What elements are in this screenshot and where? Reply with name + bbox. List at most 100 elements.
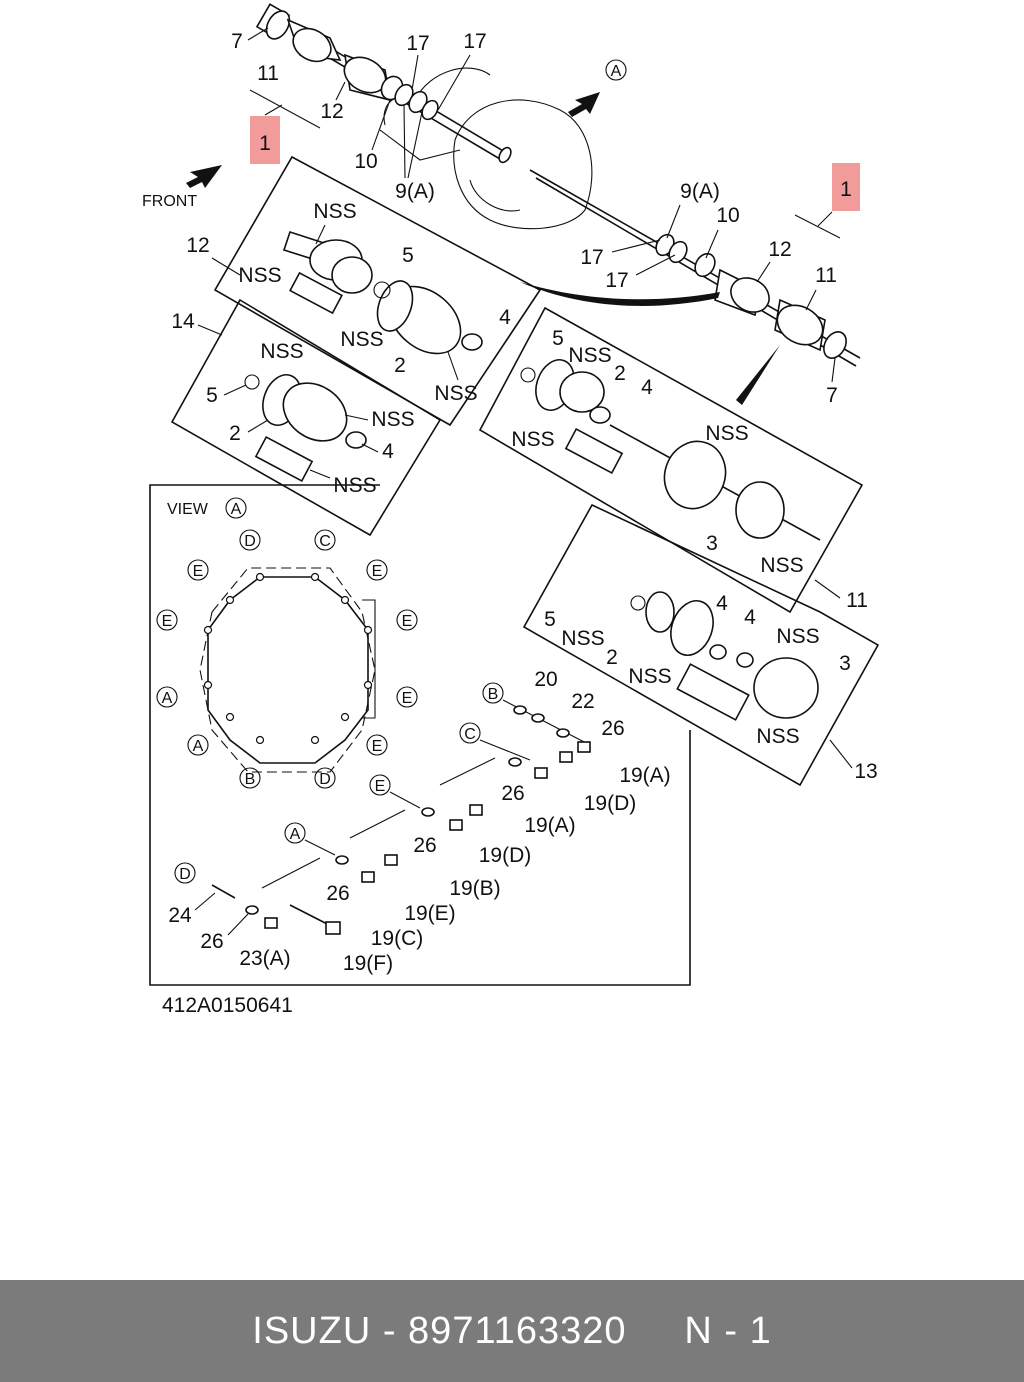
callout-4-box13-a: 4 [716,592,728,615]
callout-2-box12: 2 [394,354,406,377]
kit-box-11: 11 5 NSS 2 4 NSS NSS 3 NSS [478,306,868,614]
callout-20: 20 [534,668,557,691]
marker-e-2: E [372,563,383,580]
marker-a-2: A [193,738,204,755]
callout-19f: 19(F) [343,952,393,975]
callout-2-box13: 2 [606,646,618,669]
front-label: FRONT [142,193,197,210]
callout-3-box13: 3 [839,652,851,675]
callout-13-box: 13 [854,760,877,783]
view-a-title-letter: A [231,501,242,518]
fastener-group-d: D 24 26 23(A) [168,862,291,970]
callout-4-box12: 4 [499,306,511,329]
callout-17-top-b: 17 [463,30,486,53]
callout-9a-top: 9(A) [395,180,435,203]
kit-box-13: 13 5 NSS 2 4 4 NSS 3 NSS NSS [522,503,880,787]
marker-e-1: E [193,563,204,580]
drawing-number: 412A0150641 [162,994,293,1017]
callout-19a-c: 19(A) [524,814,575,837]
arrow-a-letter: A [611,63,622,80]
marker-d-bottom: D [319,771,331,788]
nss-box11-c: NSS [705,422,748,445]
callout-26-b: 26 [601,717,624,740]
part-info-text: ISUZU - 8971163320 N - 1 [252,1310,771,1353]
kit-box-14: 14 NSS NSS NSS 5 2 4 [170,298,442,537]
view-a-box: VIEW A D C E E E E A E A E B D [149,484,691,986]
callout-26-d: 26 [200,930,223,953]
nss-box11-d: NSS [760,554,803,577]
callout-24: 24 [168,904,192,927]
marker-c-top: C [319,533,331,550]
callout-19e: 19(E) [404,902,455,925]
callout-7-top: 7 [231,30,243,53]
kit-box-12: 12 NSS NSS NSS NSS 5 2 4 [186,155,542,427]
callout-26-c: 26 [501,782,524,805]
callout-26-e: 26 [413,834,436,857]
callout-12-top: 12 [320,100,343,123]
part-info-footer: ISUZU - 8971163320 N - 1 [0,1280,1024,1382]
callout-4-box13-b: 4 [744,606,756,629]
nss-box11-a: NSS [568,344,611,367]
nss-box14-b: NSS [371,408,414,431]
callout-26-a: 26 [326,882,349,905]
callout-1-highlight-left [250,116,280,164]
nss-box12-c: NSS [340,328,383,351]
callout-19b: 19(B) [449,877,500,900]
callout-5-box14: 5 [206,384,218,407]
group-b-letter: B [488,686,499,703]
upper-shaft-assembly: A FRONT 1 1 7 11 12 17 17 10 9(A) 9(A) 1… [142,3,861,407]
nss-box12-d: NSS [434,382,477,405]
callout-5-box11: 5 [552,327,564,350]
callout-5-box13: 5 [544,608,556,631]
callout-5-box12: 5 [402,244,414,267]
callout-17-right-a: 17 [580,246,603,269]
group-e-letter: E [375,778,386,795]
footer-separator: - [382,1309,397,1352]
marker-e-5: E [402,690,413,707]
callout-10-right: 10 [716,204,739,227]
callout-23a: 23(A) [239,947,290,970]
callout-19a-b: 19(A) [619,764,670,787]
group-a-letter: A [290,826,301,843]
callout-17-top-a: 17 [406,32,429,55]
callout-14-box: 14 [171,310,195,333]
callout-22: 22 [571,690,594,713]
nss-box13-b: NSS [776,625,819,648]
nss-box13-d: NSS [756,725,799,748]
group-d-letter: D [179,866,191,883]
page-reference: N - 1 [684,1309,772,1352]
callout-2-box14: 2 [229,422,241,445]
marker-e-6: E [372,738,383,755]
fastener-group-b: B 20 22 26 19(A) 19(D) [482,668,671,815]
marker-a-1: A [162,690,173,707]
callout-12-box: 12 [186,234,209,257]
marker-e-3: E [162,613,173,630]
fastener-group-c: C 26 19(A) 19(D) [439,722,576,867]
nss-box12-a: NSS [313,200,356,223]
callout-12-right: 12 [768,238,791,261]
brand-name: ISUZU [252,1309,372,1352]
callout-4-box11: 4 [641,376,653,399]
marker-e-4: E [402,613,413,630]
callout-19d-b: 19(D) [584,792,637,815]
fastener-group-a: A 26 19(C) 19(F) [261,822,423,975]
nss-box13-c: NSS [628,665,671,688]
group-c-letter: C [464,726,476,743]
parts-diagram: A FRONT 1 1 7 11 12 17 17 10 9(A) 9(A) 1… [142,3,880,1017]
callout-17-right-b: 17 [605,269,628,292]
callout-1-left: 1 [259,132,271,155]
callout-11-box: 11 [846,589,868,612]
callout-4-box14: 4 [382,440,394,463]
callout-3-box11: 3 [706,532,718,555]
view-a-title: VIEW [167,501,209,518]
nss-box13-a: NSS [561,627,604,650]
fastener-group-e: E 26 19(B) 19(E) [349,774,501,925]
nss-box14-a: NSS [260,340,303,363]
callout-2-box11: 2 [614,362,626,385]
callout-9a-right: 9(A) [680,180,720,203]
flange-letter-markers: D C E E E E A E A E B D [156,529,418,789]
nss-box12-b: NSS [238,264,281,287]
callout-7-right: 7 [826,384,838,407]
nss-box11-b: NSS [511,428,554,451]
marker-d-top: D [244,533,256,550]
